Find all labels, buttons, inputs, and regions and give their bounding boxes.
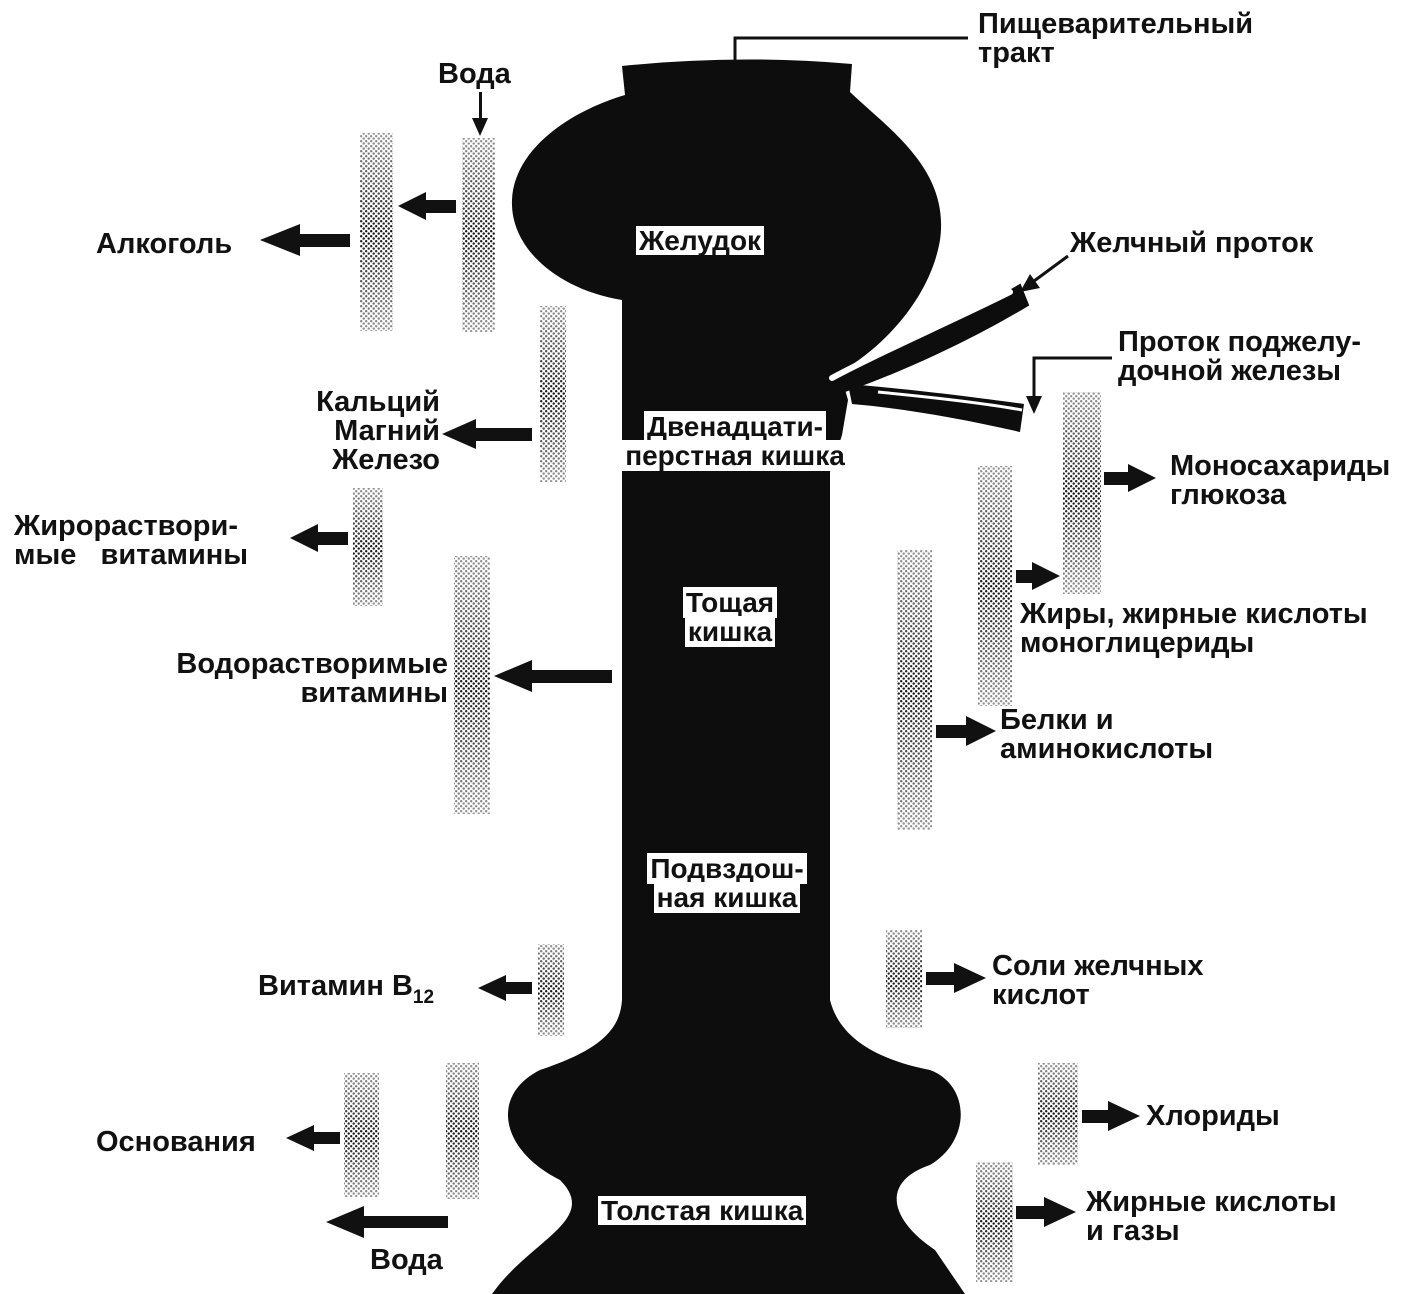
label-vitamin-b12-subscript: 12 [412,987,435,1008]
arrow-water-to-blood [398,192,456,220]
label-pancreatic-duct: Проток поджелу- дочной железы [1118,326,1362,387]
arrow-pancreatic-pointer [1026,356,1112,414]
label-alcohol: Алкоголь [96,228,233,260]
label-bile-duct: Желчный проток [1070,227,1314,259]
arrow-water-bottom [326,1206,448,1238]
arrow-bases [286,1125,340,1151]
arrow-alcohol [260,224,350,256]
label-duodenum: Двенадцати- перстная кишка [604,411,866,471]
arrow-bile-duct-pointer [1020,254,1069,292]
arrow-proteins [936,716,996,746]
label-vitamin-b12: Витамин B12 [258,970,435,1009]
arrow-chlorides [1082,1101,1140,1131]
absorption-membranes [344,133,1101,1282]
arrow-bile-salts [926,963,986,993]
label-digestive-tract: Пищеварительный тракт [978,8,1254,69]
label-chlorides: Хлориды [1146,1100,1280,1132]
arrow-fat-vitamins [290,524,348,552]
label-proteins: Белки и аминокислоты [1000,704,1214,765]
label-monosaccharides: Моносахариды глюкоза [1170,450,1391,511]
tract-leader-line [733,36,968,62]
arrows [260,92,1156,1238]
bile-duct-shape [828,283,1030,394]
label-bases: Основания [96,1126,256,1158]
label-jejunum: Тощая кишка [664,587,796,647]
stomach-shape [511,59,942,473]
label-ileum: Подвздош- ная кишка [626,853,828,913]
label-bile-salts: Соли желчных кислот [992,950,1204,1011]
label-colon: Толстая кишка [598,1196,807,1225]
arrow-water-in [472,92,488,136]
label-water-top: Вода [438,58,511,90]
label-minerals: Кальций Магний Железо [316,386,440,476]
label-fats: Жиры, жирные кислоты моноглицериды [1020,598,1368,659]
arrow-monosaccharides [1104,464,1156,492]
label-stomach: Желудок [636,226,765,255]
label-fat-soluble-vitamins: Жирораствори- мые витамины [14,510,249,571]
arrow-b12 [478,975,532,1001]
arrow-fatty-acids [1016,1197,1076,1227]
label-water-soluble-vitamins: Водорастворимые витамины [176,648,448,709]
arrow-fats [1016,562,1060,590]
arrow-water-vitamins [494,660,612,692]
label-water-bottom: Вода [370,1244,443,1276]
label-fatty-acids-gases: Жирные кислоты и газы [1086,1186,1337,1247]
arrow-minerals [442,419,532,449]
pancreatic-duct-shape [848,384,1024,432]
